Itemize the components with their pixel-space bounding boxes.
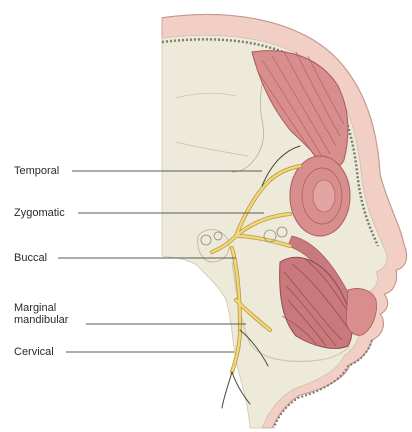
buccal-label: Buccal (14, 252, 47, 264)
cervical-label: Cervical (14, 346, 54, 358)
temporal-label: Temporal (14, 165, 59, 177)
marginal-label-line2: mandibular (14, 314, 68, 326)
marginal-mandibular-label: Marginal mandibular (14, 302, 68, 326)
orbicularis-inner-2 (313, 180, 335, 212)
zygomatic-label: Zygomatic (14, 207, 65, 219)
marginal-label-line1: Marginal (14, 302, 68, 314)
